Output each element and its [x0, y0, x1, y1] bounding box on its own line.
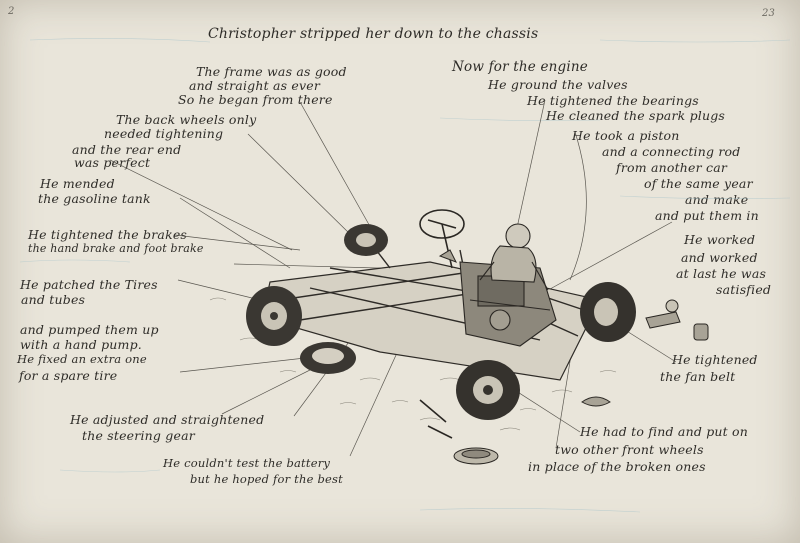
- note-tires-line1: He patched the Tires: [20, 277, 158, 292]
- note-worked-line2: and worked: [681, 250, 758, 265]
- mechanic-figure: [479, 223, 549, 291]
- note-brakes-line1: He tightened the brakes: [28, 227, 188, 242]
- note-engine-line4: He cleaned the spark plugs: [546, 108, 726, 123]
- wheel-front-left: [456, 360, 520, 420]
- note-frame-line2: and straight as ever: [189, 78, 321, 93]
- note-pumped-line4: for a spare tire: [19, 368, 118, 383]
- note-worked-line4: satisfied: [716, 282, 772, 297]
- note-pumped-line1: and pumped them up: [20, 322, 159, 337]
- wheel-rear-right: [344, 224, 388, 256]
- note-front-wheels-line2: two other front wheels: [555, 442, 704, 457]
- note-engine-line2: He ground the valves: [488, 77, 628, 92]
- note-worked-line3: at last he was: [676, 266, 767, 281]
- note-battery-line2: but he hoped for the best: [190, 472, 343, 486]
- note-fan-belt-line2: the fan belt: [660, 369, 736, 384]
- note-fan-belt-line1: He tightened: [672, 352, 758, 367]
- note-gas-tank-line1: He mended: [40, 176, 115, 191]
- note-front-wheels-line1: He had to find and put on: [580, 424, 749, 439]
- note-rear-end-line1: and the rear end: [72, 142, 182, 157]
- faint-blue-guidelines: [19, 38, 791, 513]
- note-battery-line1: He couldn't test the battery: [163, 456, 331, 470]
- note-engine-line3: He tightened the bearings: [527, 93, 699, 108]
- note-piston-line4: of the same year: [644, 176, 753, 191]
- note-steering-line2: the steering gear: [82, 428, 195, 443]
- note-frame-line3: So he began from there: [178, 92, 333, 107]
- note-piston-line5: and make: [685, 192, 749, 207]
- note-gas-tank-line2: the gasoline tank: [38, 191, 151, 206]
- note-back-wheels-line1: The back wheels only: [116, 112, 257, 127]
- wheel-rear-left: [246, 286, 302, 346]
- note-pumped-line2: with a hand pump.: [20, 337, 142, 352]
- steering-wheel: [419, 209, 465, 269]
- loose-parts: [419, 249, 709, 465]
- spare-tire: [300, 342, 356, 374]
- note-steering-line1: He adjusted and straightened: [70, 412, 265, 427]
- note-engine-line1: Now for the engine: [452, 59, 588, 75]
- note-piston-line2: and a connecting rod: [602, 144, 741, 159]
- note-piston-line6: and put them in: [655, 208, 759, 223]
- note-tires-line2: and tubes: [21, 292, 86, 307]
- note-back-wheels-line2: needed tightening: [104, 126, 224, 141]
- note-brakes-line2: the hand brake and foot brake: [28, 242, 204, 255]
- engine-block: [459, 261, 557, 347]
- note-rear-end-line2: was perfect: [74, 155, 151, 170]
- page-title: Christopher stripped her down to the cha…: [208, 26, 539, 42]
- note-frame-line1: The frame was as good: [196, 64, 347, 79]
- page-number-left: 2: [8, 6, 15, 17]
- note-piston-line1: He took a piston: [572, 128, 680, 143]
- wheel-front-right: [580, 282, 636, 342]
- note-worked-line1: He worked: [684, 232, 756, 247]
- note-pumped-line3: He fixed an extra one: [17, 352, 147, 366]
- note-front-wheels-line3: in place of the broken ones: [528, 459, 706, 474]
- note-piston-line3: from another car: [616, 160, 728, 175]
- page-number-right: 23: [762, 8, 776, 19]
